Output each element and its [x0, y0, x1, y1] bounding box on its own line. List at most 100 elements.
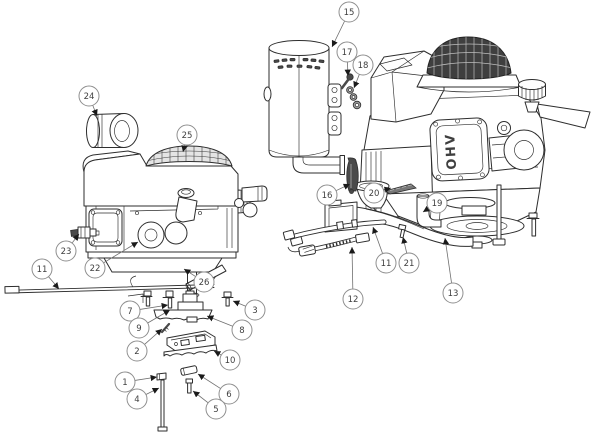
callout-balloon [31, 258, 53, 280]
pto-through-bolt [496, 184, 502, 241]
callout-balloon [442, 282, 464, 304]
callout-17: 17 [336, 41, 358, 77]
callout-1: 1 [114, 371, 158, 393]
callout-balloon [338, 1, 360, 23]
callout-number: 11 [37, 265, 48, 275]
callout-22: 22 [84, 241, 139, 279]
callout-balloon [375, 252, 397, 274]
spark-plug-illustration [70, 226, 100, 239]
muffler-bracket-tabs [327, 83, 342, 136]
callout-leader [422, 205, 431, 213]
callout-number: 5 [213, 405, 218, 415]
callout-leader [213, 350, 222, 357]
engine-cover-label: OHV [443, 133, 460, 170]
callout-leader [144, 328, 163, 345]
callout-balloon [342, 288, 364, 310]
mount-bolt [221, 291, 234, 307]
right-engine-illustration: OHV [359, 36, 591, 249]
retainer-clip [156, 372, 167, 381]
callout-balloon [205, 398, 227, 420]
callout-number: 4 [134, 395, 139, 405]
wiring-harness-illustration [282, 219, 387, 247]
callout-number: 8 [239, 326, 244, 336]
connector-cable-illustration [287, 232, 370, 257]
shoulder-pin [185, 378, 193, 394]
air-filter-sleeve-illustration [86, 113, 139, 148]
callout-10: 10 [213, 349, 241, 371]
callout-number: 25 [182, 131, 193, 141]
set-screw [160, 322, 171, 334]
callout-leader [134, 374, 158, 382]
callout-3: 3 [232, 299, 266, 321]
callout-leader [103, 241, 139, 264]
callout-leader [197, 373, 221, 389]
callout-11: 11 [31, 258, 60, 290]
callout-leader [192, 390, 209, 404]
callout-24: 24 [78, 85, 100, 117]
callout-balloon [128, 317, 150, 339]
callout-leader [71, 233, 80, 244]
bracket-lever-illustration [346, 157, 359, 194]
mount-plate [153, 309, 213, 321]
carb-float-bowl-2 [164, 221, 188, 245]
cooling-screen-right [426, 36, 512, 80]
callout-leader [372, 226, 383, 254]
callout-number: 17 [342, 48, 353, 58]
support-rod [157, 379, 168, 432]
callout-18: 18 [352, 54, 374, 89]
callout-number: 18 [358, 61, 369, 71]
callout-number: 1 [122, 378, 127, 388]
callout-balloon [218, 383, 240, 405]
side-bolt [526, 212, 540, 237]
callout-balloon [231, 319, 253, 341]
callout-balloon [126, 340, 148, 362]
callout-leader [181, 144, 188, 153]
callout-11: 11 [372, 226, 397, 274]
callout-leader [331, 20, 345, 48]
callout-25: 25 [176, 124, 198, 153]
callout-balloon [244, 299, 266, 321]
callout-leader [344, 61, 351, 77]
callout-leader [335, 183, 351, 192]
callout-19: 19 [422, 192, 448, 214]
callout-number: 16 [322, 191, 333, 201]
callout-leader [145, 387, 160, 395]
callout-leader [232, 300, 246, 307]
callout-number: 24 [84, 92, 95, 102]
callout-13: 13 [442, 237, 464, 304]
callout-number: 21 [404, 259, 415, 269]
carb-float-bowl [137, 221, 165, 249]
callout-number: 11 [381, 259, 392, 269]
callout-balloon [316, 184, 338, 206]
callout-number: 23 [61, 247, 72, 257]
callout-20: 20 [363, 182, 392, 204]
callout-leader [383, 186, 392, 193]
throttle-rod-illustration [4, 275, 217, 294]
callout-leader [147, 309, 171, 324]
heat-shield-illustration [163, 330, 218, 357]
callout-leader [442, 237, 452, 284]
callout-5: 5 [192, 390, 227, 420]
callout-balloon [193, 271, 215, 293]
fuel-tank [370, 50, 445, 123]
cooling-screen-left-grid [146, 146, 232, 166]
callout-balloon [119, 300, 141, 322]
callout-balloon [352, 54, 374, 76]
callout-balloon [398, 252, 420, 274]
callout-9: 9 [128, 309, 171, 339]
callout-leader [139, 302, 169, 310]
callout-6: 6 [197, 373, 240, 405]
callout-balloon [84, 257, 106, 279]
louver-strip-illustration [383, 183, 417, 195]
screw-and-washers-illustration [340, 73, 362, 110]
callout-23: 23 [55, 233, 80, 262]
callout-balloon [336, 41, 358, 63]
callout-leader [91, 105, 98, 117]
muffler-illustration [263, 40, 345, 175]
callout-balloon [426, 192, 448, 214]
callout-21: 21 [398, 236, 420, 274]
callout-balloon [55, 240, 77, 262]
callout-12: 12 [342, 246, 364, 310]
callout-number: 7 [127, 307, 132, 317]
